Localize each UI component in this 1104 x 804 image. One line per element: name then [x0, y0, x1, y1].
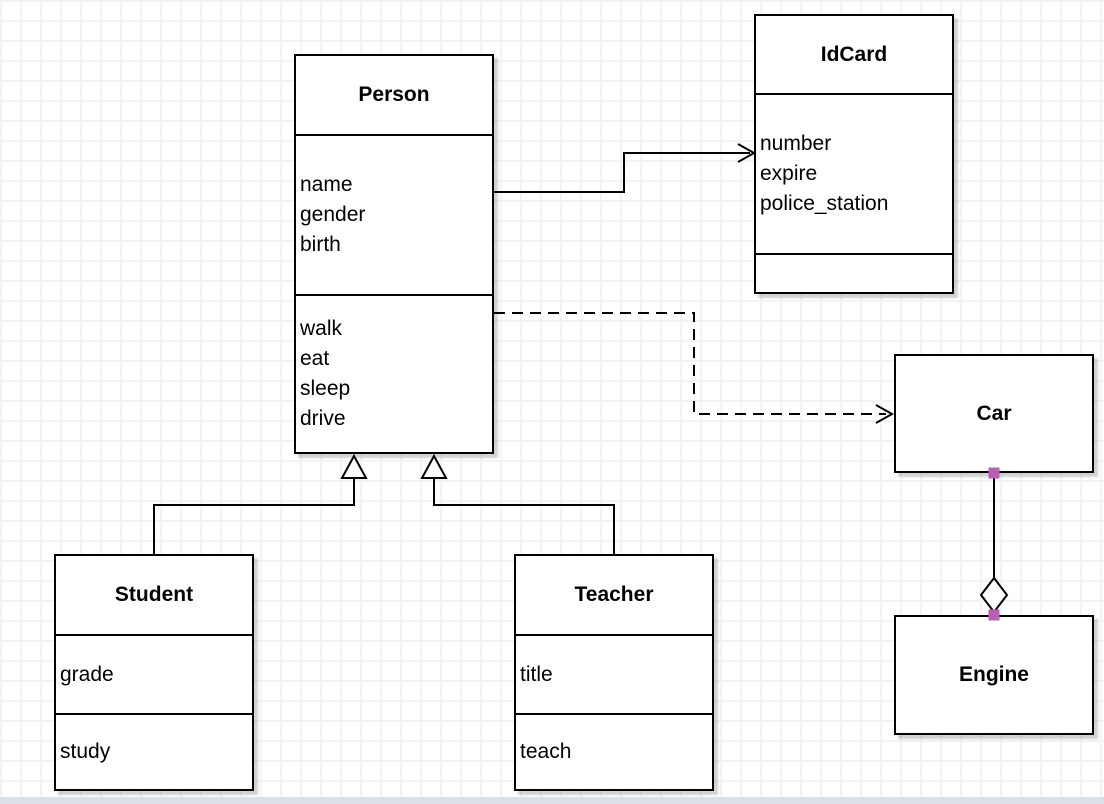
attribute-line: name	[300, 173, 353, 196]
method-line: eat	[300, 347, 330, 370]
class-student-methods: study	[56, 713, 252, 789]
class-teacher[interactable]: Teacher title teach	[514, 554, 714, 791]
edge-car-engine-aggregation[interactable]	[979, 467, 1009, 621]
class-teacher-attributes: title	[516, 634, 712, 713]
edge-person-car-dependency[interactable]	[494, 312, 895, 424]
method-line: sleep	[300, 377, 351, 400]
endpoint-handle[interactable]	[988, 609, 1000, 621]
class-person-attributes: name gender birth	[296, 134, 492, 294]
generalization-line[interactable]	[433, 478, 615, 554]
class-teacher-title: Teacher	[574, 583, 654, 606]
class-idcard-methods	[756, 253, 952, 292]
canvas-bottom-edge	[0, 797, 1104, 804]
class-car[interactable]: Car	[894, 354, 1094, 473]
class-idcard[interactable]: IdCard number expire police_station	[754, 14, 954, 294]
attribute-line: title	[520, 662, 553, 686]
attribute-line: gender	[300, 203, 366, 226]
class-student-attributes: grade	[56, 634, 252, 713]
attribute-line: police_station	[760, 192, 889, 215]
hollow-triangle-icon	[340, 453, 368, 479]
attribute-line: number	[760, 132, 832, 155]
class-engine[interactable]: Engine	[894, 615, 1094, 735]
class-idcard-attributes: number expire police_station	[756, 93, 952, 253]
attribute-line: expire	[760, 162, 818, 185]
hollow-triangle-icon	[420, 453, 448, 479]
method-line: study	[60, 740, 111, 763]
association-line[interactable]	[494, 152, 750, 193]
generalization-line[interactable]	[153, 478, 355, 554]
dependency-dashed-line[interactable]	[494, 312, 886, 415]
method-line: drive	[300, 407, 346, 430]
attribute-line: grade	[60, 662, 114, 686]
class-student[interactable]: Student grade study	[54, 554, 254, 791]
class-student-title: Student	[114, 583, 194, 606]
edge-person-idcard-association[interactable]	[494, 143, 757, 193]
method-line: walk	[300, 317, 343, 340]
endpoint-handle[interactable]	[988, 467, 1000, 479]
edge-teacher-person-generalization[interactable]	[420, 453, 615, 554]
class-car-title: Car	[976, 401, 1012, 425]
method-line: teach	[520, 740, 572, 763]
class-engine-title: Engine	[958, 663, 1029, 686]
edge-student-person-generalization[interactable]	[153, 453, 368, 554]
class-teacher-methods: teach	[516, 713, 712, 789]
class-person[interactable]: Person name gender birth walk eat sleep …	[294, 54, 494, 454]
class-person-title: Person	[358, 83, 430, 106]
class-idcard-title: IdCard	[820, 42, 888, 66]
class-person-methods: walk eat sleep drive	[296, 294, 492, 452]
hollow-diamond-icon	[979, 576, 1009, 614]
attribute-line: birth	[300, 233, 341, 256]
